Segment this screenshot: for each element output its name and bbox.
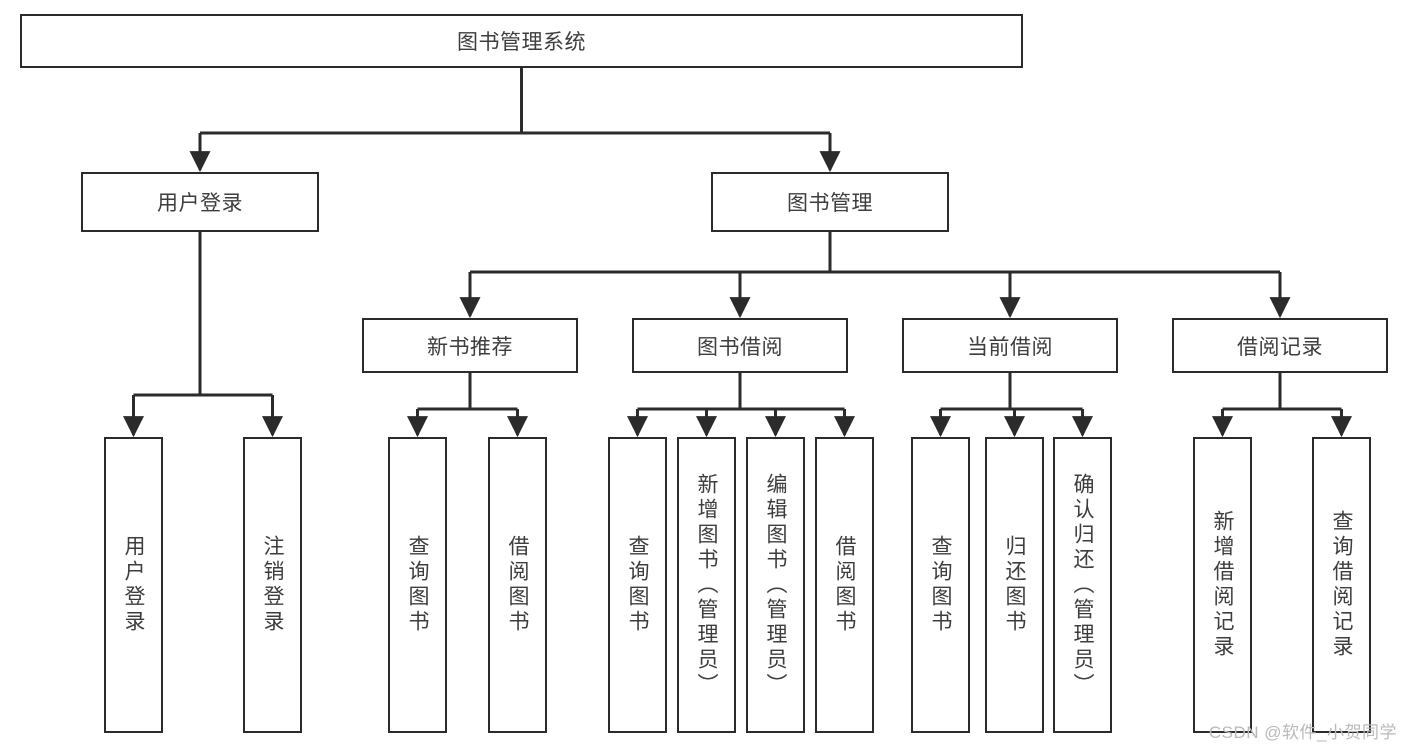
node-label: 查询图书	[626, 535, 649, 635]
node-label: 借阅图书	[506, 535, 529, 635]
node-label: 确认归还（管理员）	[1071, 472, 1094, 698]
node-current-borrow[interactable]: 当前借阅	[902, 318, 1118, 373]
node-book-borrow[interactable]: 图书借阅	[632, 318, 848, 373]
node-label: 借阅记录	[1237, 335, 1323, 359]
node-label: 注销登录	[261, 535, 284, 635]
node-leaf-borrow-book-2[interactable]: 借阅图书	[815, 437, 874, 733]
node-label: 查询图书	[929, 535, 952, 635]
node-leaf-user-login[interactable]: 用户登录	[104, 437, 163, 733]
node-label: 编辑图书（管理员）	[764, 472, 787, 698]
node-label: 图书管理	[787, 192, 873, 215]
node-label: 新书推荐	[427, 335, 513, 359]
node-book-manage[interactable]: 图书管理	[711, 172, 949, 232]
node-user-login[interactable]: 用户登录	[81, 172, 319, 232]
node-label: 借阅图书	[833, 535, 856, 635]
node-new-book-recommend[interactable]: 新书推荐	[362, 318, 578, 373]
node-label: 查询借阅记录	[1330, 510, 1353, 660]
node-leaf-query-book-3[interactable]: 查询图书	[911, 437, 970, 733]
node-label: 归还图书	[1003, 535, 1026, 635]
node-leaf-confirm-return[interactable]: 确认归还（管理员）	[1053, 437, 1112, 733]
node-label: 图书管理系统	[457, 31, 586, 54]
node-leaf-logout[interactable]: 注销登录	[243, 437, 302, 733]
node-leaf-query-record[interactable]: 查询借阅记录	[1312, 437, 1371, 733]
node-label: 用户登录	[122, 535, 145, 635]
node-label: 图书借阅	[697, 335, 783, 359]
node-leaf-add-book[interactable]: 新增图书（管理员）	[677, 437, 736, 733]
node-label: 新增图书（管理员）	[695, 472, 718, 698]
node-borrow-record[interactable]: 借阅记录	[1172, 318, 1388, 373]
node-label: 查询图书	[406, 535, 429, 635]
node-root[interactable]: 图书管理系统	[20, 14, 1023, 68]
node-leaf-return-book[interactable]: 归还图书	[985, 437, 1044, 733]
node-label: 当前借阅	[967, 335, 1053, 359]
node-leaf-query-book-2[interactable]: 查询图书	[608, 437, 667, 733]
node-label: 用户登录	[157, 192, 243, 215]
watermark-text: CSDN @软件_小贺同学	[1208, 723, 1397, 742]
node-leaf-query-book-1[interactable]: 查询图书	[388, 437, 447, 733]
node-leaf-edit-book[interactable]: 编辑图书（管理员）	[746, 437, 805, 733]
node-leaf-add-record[interactable]: 新增借阅记录	[1193, 437, 1252, 733]
node-leaf-borrow-book-1[interactable]: 借阅图书	[488, 437, 547, 733]
node-label: 新增借阅记录	[1211, 510, 1234, 660]
